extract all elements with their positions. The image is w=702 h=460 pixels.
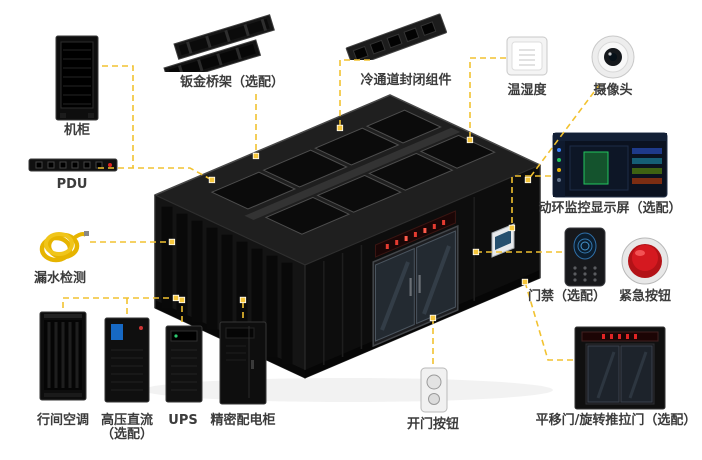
power-cabinet-image bbox=[218, 320, 268, 406]
label-cable-tray: 钣金桥架（选配） bbox=[179, 75, 285, 90]
sliding-door-image bbox=[574, 326, 666, 410]
roof-skylight-panels bbox=[210, 109, 496, 235]
connector-sliding-door bbox=[524, 281, 573, 361]
roof-edge-trim bbox=[154, 94, 541, 196]
connector-ac-hvdc bbox=[62, 297, 176, 314]
door-button-image bbox=[419, 366, 449, 414]
connector-markers bbox=[168, 124, 532, 322]
pdu-image bbox=[28, 156, 118, 174]
label-sliding-door: 平移门/旋转推拉门（选配） bbox=[535, 413, 697, 428]
label-leak-detection: 漏水检测 bbox=[33, 271, 87, 286]
label-camera: 摄像头 bbox=[593, 83, 633, 98]
label-monitor: 动环监控显示屏（选配） bbox=[538, 201, 682, 216]
connector-temp bbox=[469, 57, 506, 140]
inrow-ac-image bbox=[38, 310, 88, 402]
label-temp-humidity: 温湿度 bbox=[507, 83, 547, 98]
hvdc-image bbox=[103, 316, 151, 404]
unit-side-display-panel bbox=[491, 223, 515, 258]
label-cold-aisle: 冷通道封闭组件 bbox=[360, 73, 452, 88]
label-hvdc: 高压直流 （选配） bbox=[101, 414, 153, 442]
label-power-cabinet: 精密配电柜 bbox=[210, 413, 276, 428]
label-door-button: 开门按钮 bbox=[406, 417, 460, 432]
roof-center-ridge bbox=[244, 127, 461, 220]
unit-front-door bbox=[372, 224, 459, 348]
monitoring-screen-image bbox=[552, 132, 668, 198]
camera-image bbox=[590, 34, 636, 80]
emergency-button-image bbox=[620, 236, 670, 286]
label-hvdc-line1: 高压直流 bbox=[100, 413, 154, 428]
led-display-strip bbox=[375, 210, 456, 258]
connector-cold-aisle bbox=[339, 59, 370, 128]
ups-image bbox=[164, 324, 204, 404]
access-control-image bbox=[563, 226, 607, 288]
connector-monitor bbox=[511, 175, 551, 228]
label-access-control: 门禁（选配） bbox=[527, 289, 607, 304]
label-cabinet: 机柜 bbox=[63, 123, 91, 138]
label-hvdc-line2: （选配） bbox=[100, 427, 154, 442]
connector-pdu bbox=[98, 167, 213, 181]
connector-camera bbox=[527, 83, 601, 181]
cold-aisle-kit-image bbox=[342, 12, 450, 60]
label-ups: UPS bbox=[168, 413, 198, 428]
cable-tray-image bbox=[162, 14, 288, 72]
leak-detection-cable-image bbox=[32, 222, 90, 270]
label-pdu: PDU bbox=[56, 177, 88, 192]
label-emergency: 紧急按钮 bbox=[618, 289, 672, 304]
temp-humidity-sensor-image bbox=[506, 36, 548, 76]
cabinet-image bbox=[54, 34, 100, 122]
connector-cabinet bbox=[102, 65, 134, 168]
label-inrow-ac: 行间空调 bbox=[36, 413, 90, 428]
